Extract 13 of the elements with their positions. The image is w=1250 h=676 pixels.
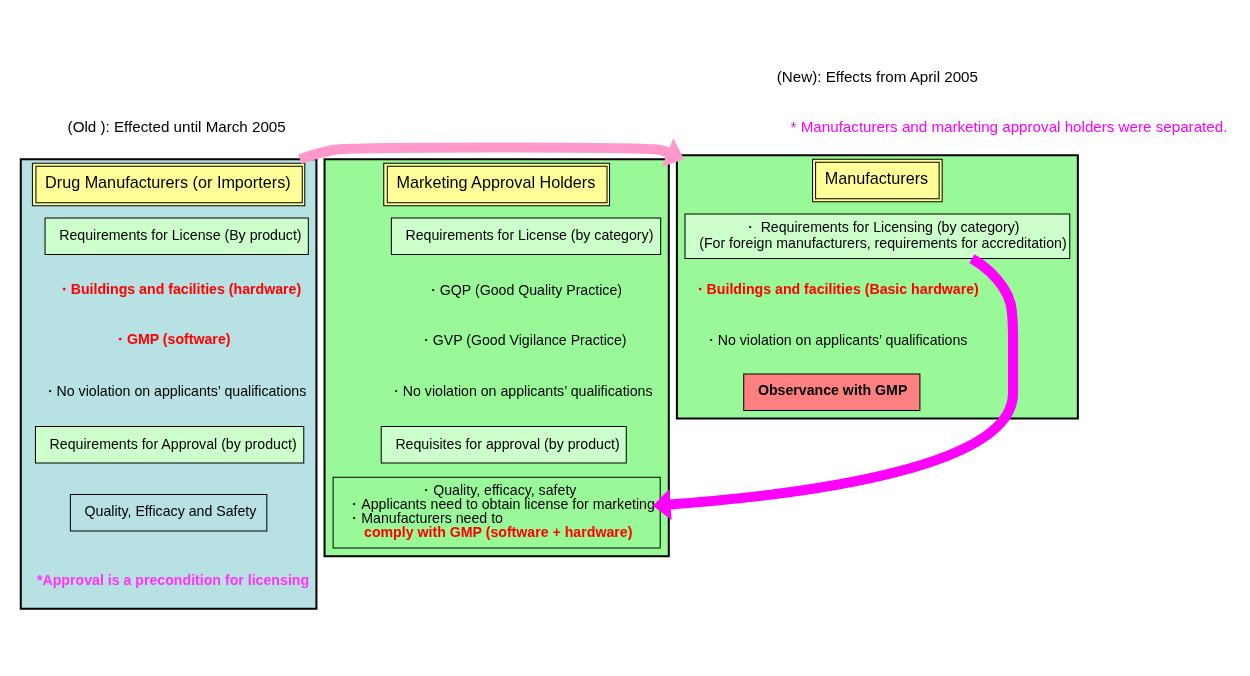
label: (New): Effects from April 2005 xyxy=(776,67,978,85)
node-box: ・ Requirements for Licensing (by category) (For foreign manufacturers, requirements for accreditation) xyxy=(684,212,1071,259)
arrow xyxy=(652,253,1019,520)
label: * Manufacturers and marketing approval holders were separated. xyxy=(790,117,1228,135)
node-box: Requisites for approval (by product) xyxy=(380,425,627,464)
arrow xyxy=(298,137,684,167)
label: (Old ): Effected until March 2005 xyxy=(67,117,286,135)
node-box: Requirements for Approval (by product) xyxy=(34,425,305,464)
node-box: ・Quality, efficacy, safety ・Applicants need to obtain license for marketing ・Manufacturers need to comply with GMP (software + hardware) xyxy=(332,476,661,549)
node-box: Requirements for License (by category) xyxy=(390,217,662,255)
node-box: Observance with GMP xyxy=(743,372,921,411)
node-box: Quality, Efficacy and Safety xyxy=(69,493,268,531)
node-box: Requirements for License (By product) xyxy=(44,217,309,255)
